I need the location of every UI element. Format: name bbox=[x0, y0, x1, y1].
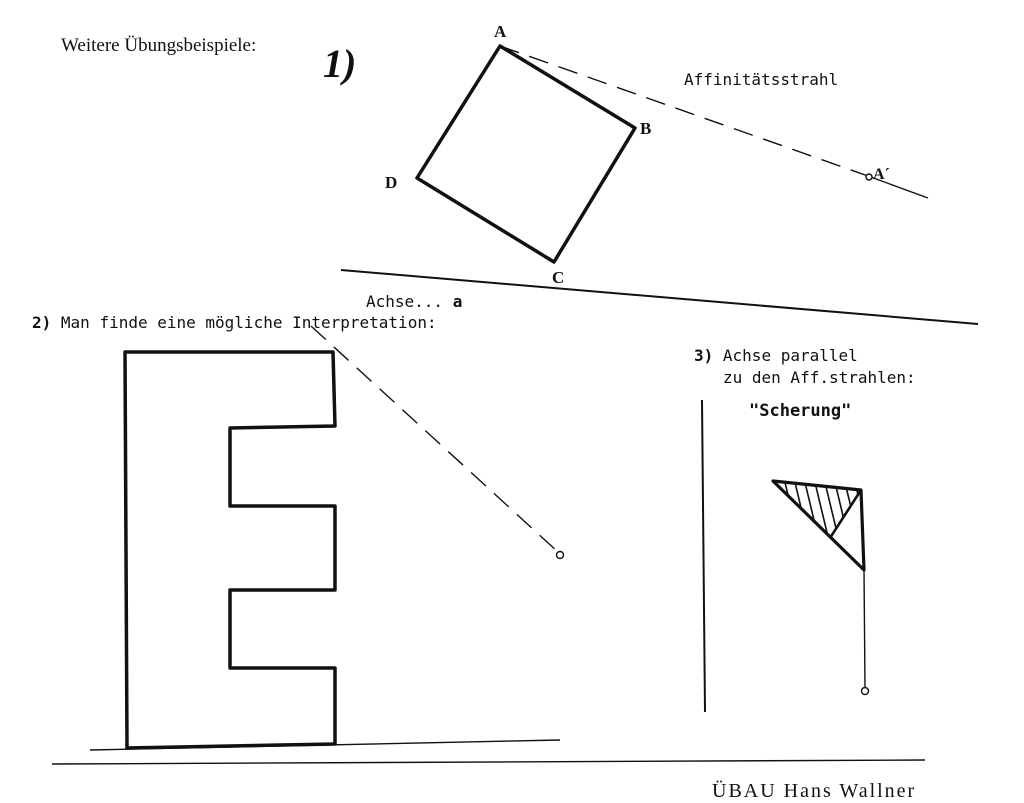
e-base-axis bbox=[89, 739, 561, 751]
axis-label-text: Achse... bbox=[366, 292, 444, 311]
example3-number: 3) bbox=[694, 346, 714, 365]
example3-caption-line2: zu den Aff.strahlen: bbox=[723, 368, 916, 387]
shear-ray bbox=[863, 569, 866, 689]
example2-text: Man finde eine mögliche Interpretation: bbox=[60, 313, 437, 332]
shear-ray-endpoint bbox=[860, 686, 870, 696]
point-a-prime-marker bbox=[865, 173, 873, 181]
example3-text-line1: Achse parallel bbox=[722, 346, 858, 365]
shear-axis-line bbox=[701, 399, 706, 713]
shear-triangle bbox=[771, 479, 866, 572]
e-ray-endpoint bbox=[555, 550, 565, 560]
affinity-ray-solid-end bbox=[867, 175, 929, 199]
point-a-prime-label: A´ bbox=[873, 166, 890, 183]
page-bottom-rule bbox=[51, 759, 926, 765]
example2-number: 2) bbox=[32, 313, 52, 332]
axis-label: Achse... a bbox=[366, 292, 462, 311]
example2-caption: 2) Man finde eine mögliche Interpretatio… bbox=[32, 313, 437, 332]
page-heading: Weitere Übungsbeispiele: bbox=[61, 35, 257, 56]
example3-term: "Scherung" bbox=[749, 401, 852, 421]
affinity-ray-label: Affinitätsstrahl bbox=[684, 70, 839, 89]
shear-inner-edge bbox=[828, 489, 863, 539]
point-c-label: C bbox=[552, 268, 565, 287]
letter-e-shape bbox=[123, 350, 337, 750]
point-d-label: D bbox=[385, 173, 398, 192]
example1-number: 1) bbox=[323, 41, 357, 86]
affinity-ray-dashed bbox=[499, 45, 869, 177]
point-b-label: B bbox=[640, 119, 652, 138]
example3-caption-line1: 3) Achse parallel bbox=[694, 346, 858, 365]
axis-a-line bbox=[340, 269, 979, 325]
axis-symbol: a bbox=[452, 292, 463, 311]
point-a-label: A bbox=[494, 22, 507, 41]
e-affinity-ray-dashed bbox=[310, 325, 559, 553]
square-abcd bbox=[415, 44, 637, 264]
